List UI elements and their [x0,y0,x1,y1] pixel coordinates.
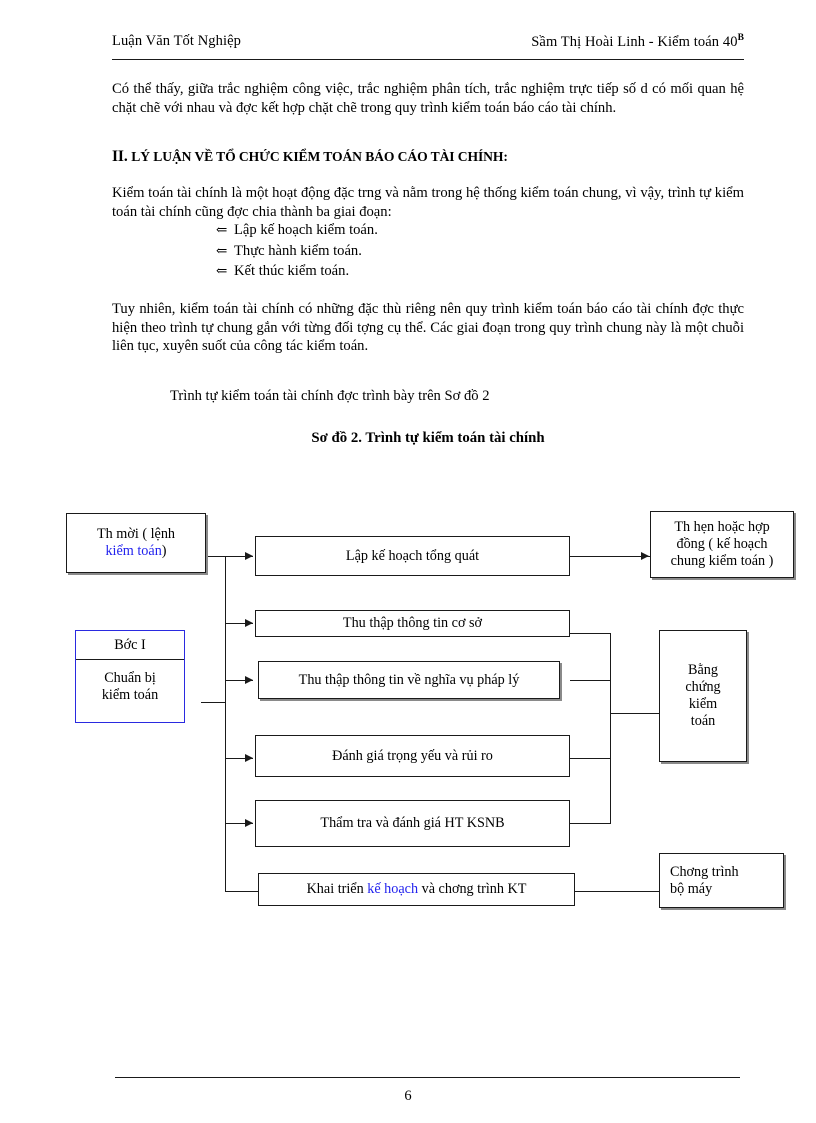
list-item-label: Lập kế hoạch kiểm toán. [234,222,378,238]
step-body-line-1: Chuẩn bị [104,670,156,686]
box-internal-control-eval: Thẩm tra và đánh giá HT KSNB [255,800,570,847]
bullet-list: ⇐ Lập kế hoạch kiểm toán. ⇐ Thực hành kiểm… [112,220,744,282]
box-materiality-risk-label: Đánh giá trọng yếu và rủi ro [332,747,493,764]
paragraph-4: Trình tự kiểm toán tài chính đợc trình b… [112,387,744,406]
header-left-title: Luận Văn Tốt Nghiệp [112,33,242,49]
arrowhead-icon [641,552,649,560]
list-item-label: Kết thúc kiểm toán. [234,263,350,279]
left-double-arrow-icon: ⇐ [216,222,228,237]
connector-right-trunk [610,633,612,824]
connector-trunk-to-evidence [610,713,660,715]
header-divider [112,59,744,60]
list-item-label: Thực hành kiểm toán. [234,242,362,259]
connector-branch-6 [225,891,260,893]
header-author-name: Sầm Thị Hoài Linh - Kiểm toán 40 [531,33,738,50]
left-double-arrow-icon: ⇐ [216,263,228,278]
connector-branch-5 [225,823,253,825]
program-line-1: Chơng trình [670,863,739,880]
box-gather-basic-info-label: Thu thập thông tin cơ sở [342,615,483,631]
connector-plan-to-contract [570,556,650,558]
paragraph-3: Tuy nhiên, kiểm toán tài chính có những … [112,301,744,354]
box-audit-evidence-text: Bằng chứng kiểm toán [685,662,720,730]
connector-left-trunk [225,556,227,891]
paragraph-4-text: Trình tự kiểm toán tài chính đợc trình b… [170,388,490,404]
arrowhead-icon [245,754,253,762]
arrowhead-icon [245,819,253,827]
box-engagement-contract: Th hẹn hoặc hợp đồng ( kế hoạch chung ki… [650,511,794,578]
box-program-apparatus: Chơng trình bộ máy [659,853,784,908]
connector-branch-3 [225,680,253,682]
evidence-line-3: kiểm [688,696,718,712]
page-header: Luận Văn Tốt Nghiệp Sầm Thị Hoài Linh - … [112,33,744,59]
page-number: 6 [404,1088,412,1104]
contract-line-3: chung kiểm toán ) [670,553,774,569]
contract-line-2: đồng ( kế hoạch [676,536,768,552]
box-internal-control-eval-label: Thẩm tra và đánh giá HT KSNB [320,815,505,831]
box-overall-plan-label: Lập kế hoạch tổng quát [345,547,480,564]
list-item: ⇐ Thực hành kiểm toán. [112,241,744,262]
deploy-post: và chơng trình KT [418,881,527,897]
section-heading-numeral: II. [112,148,128,165]
paragraph-1: Có thể thấy, giữa trắc nghiệm công việc,… [112,81,744,116]
deploy-pre: Khai triển [306,881,368,897]
box-audit-invitation-text: Th mời ( lệnh kiểm toán) [97,526,175,560]
list-item: ⇐ Kết thúc kiểm toán. [112,261,744,282]
step-body-line-2: kiểm toán [101,687,159,703]
contract-line-1: Th hẹn hoặc hợp [674,519,770,535]
connector-row4-right [570,758,611,760]
evidence-line-1: Bằng [688,662,718,678]
invite-line-1: Th mời ( lệnh [96,526,176,542]
footer-divider [115,1077,740,1078]
box-gather-basic-info: Thu thập thông tin cơ sở [255,610,570,637]
box-program-apparatus-text: Chơng trình bộ máy [670,864,739,898]
connector-row2-right [570,633,611,635]
box-engagement-contract-text: Th hẹn hoặc hợp đồng ( kế hoạch chung ki… [671,519,774,570]
box-materiality-risk: Đánh giá trọng yếu và rủi ro [255,735,570,777]
box-deploy-plan-program: Khai triển kế hoạch và chơng trình KT [258,873,575,906]
connector-row3-right [570,680,611,682]
arrowhead-icon [245,619,253,627]
connector-branch-1 [225,556,253,558]
header-right-author: Sầm Thị Hoài Linh - Kiểm toán 40B [531,33,744,51]
deploy-blue: kế hoạch [367,881,419,897]
connector-row5-right [570,823,611,825]
arrowhead-icon [245,552,253,560]
box-legal-obligations-info-label: Thu thập thông tin về nghĩa vụ pháp lý [298,671,520,688]
figure-title: Sơ đồ 2. Trình tự kiểm toán tài chính [311,430,545,446]
connector-branch-4 [225,758,253,760]
arrowhead-icon [245,676,253,684]
connector-step-to-trunk [201,702,226,704]
connector-deploy-to-program [575,891,660,893]
box-deploy-plan-program-text: Khai triển kế hoạch và chơng trình KT [307,881,527,898]
list-item: ⇐ Lập kế hoạch kiểm toán. [112,220,744,241]
box-audit-invitation: Th mời ( lệnh kiểm toán) [66,513,206,573]
evidence-line-4: toán [690,713,716,729]
program-line-2: bộ máy [670,880,713,897]
connector-branch-2 [225,623,253,625]
invite-line-2-tail: ) [161,543,167,559]
box-audit-evidence: Bằng chứng kiểm toán [659,630,747,762]
evidence-line-2: chứng [685,679,721,695]
box-step-one-title: Bớc I [76,631,184,660]
section-heading-text: LÝ LUẬN VỀ TỔ CHỨC KIỂM TOÁN BÁO CÁO TÀI… [131,149,508,164]
box-overall-plan: Lập kế hoạch tổng quát [255,536,570,576]
connector-invite-to-trunk [206,556,226,558]
box-legal-obligations-info: Thu thập thông tin về nghĩa vụ pháp lý [258,661,560,699]
invite-line-2-blue: kiểm toán [105,543,162,559]
left-double-arrow-icon: ⇐ [216,242,228,258]
header-author-superscript: B [737,33,744,43]
section-heading-2: II. LÝ LUẬN VỀ TỔ CHỨC KIỂM TOÁN BÁO CÁO… [112,148,744,166]
paragraph-2: Kiểm toán tài chính là một hoạt động đặc… [112,185,744,220]
